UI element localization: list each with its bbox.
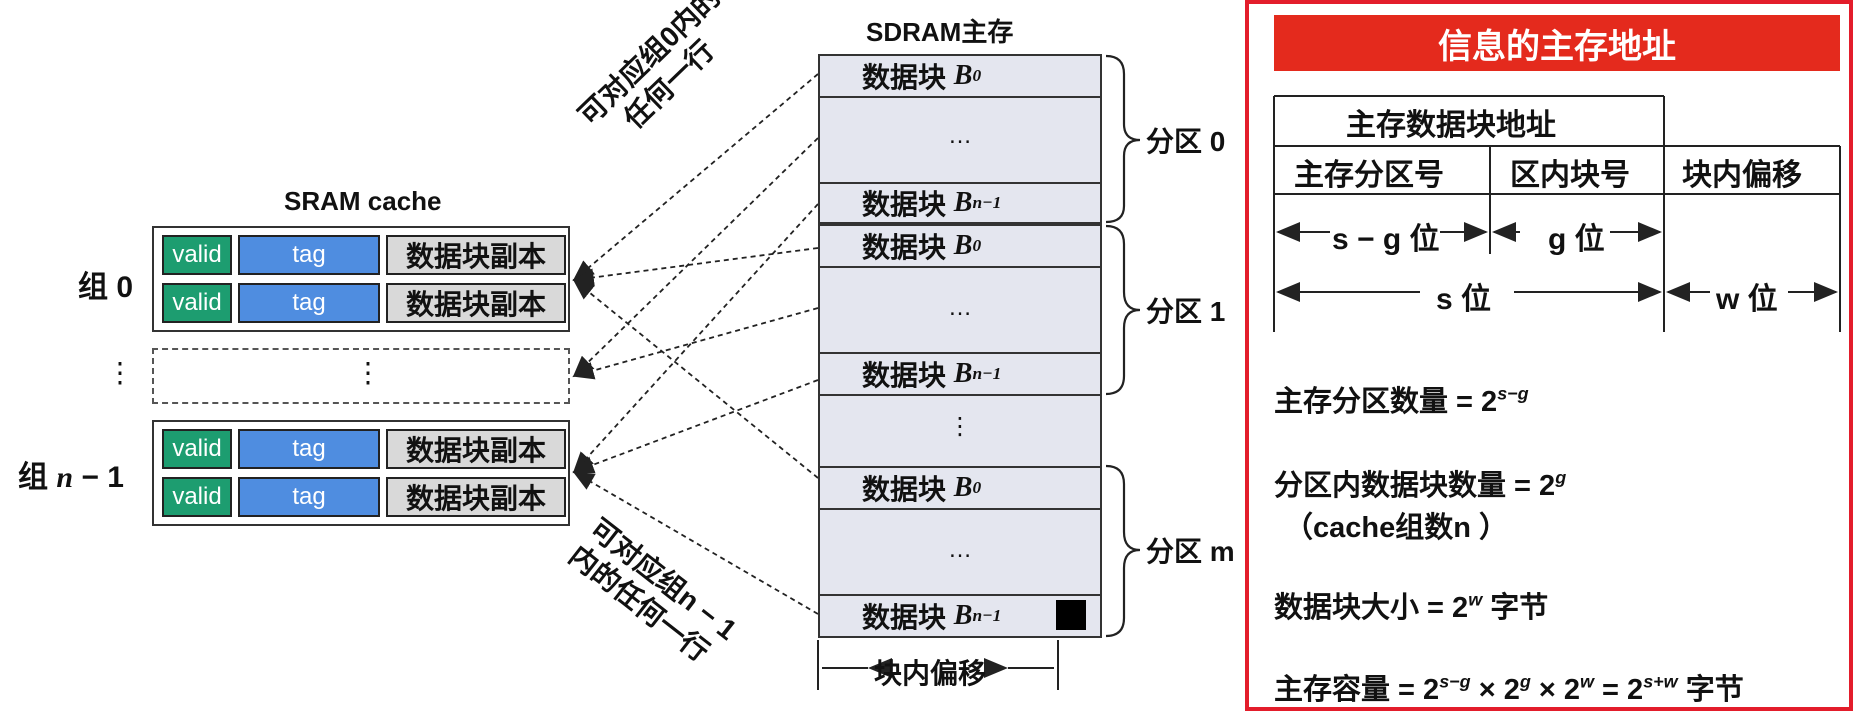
cache-set-n-1: valid tag 数据块副本 valid tag 数据块副本 [152, 420, 570, 526]
arrow-bn-pm-setn [572, 471, 819, 615]
arrow-dots-p1 [572, 307, 819, 380]
arrow-b0-pm-set0 [572, 278, 819, 479]
partition-1-label: 分区 1 [1146, 296, 1226, 327]
bits-w: w 位 [1716, 274, 1778, 318]
formula-partition-count: 主存分区数量 = 2s−g [1274, 383, 1529, 418]
sram-cache-title: SRAM cache [284, 186, 442, 216]
formula-blocks-per-partition: 分区内数据块数量 = 2g [1274, 467, 1567, 502]
memory-dots: … [948, 294, 972, 321]
arrow-bn-p1-setn [572, 379, 819, 474]
data-block-copy: 数据块副本 [386, 283, 566, 323]
bits-s-g: s − g 位 [1332, 214, 1440, 258]
data-block-copy: 数据块副本 [386, 477, 566, 517]
cache-set-0: valid tag 数据块副本 valid tag 数据块副本 [152, 226, 570, 332]
tag-field: tag [238, 429, 380, 469]
brace-partition-0 [1105, 54, 1141, 224]
bits-g: g 位 [1548, 214, 1605, 258]
formula-memory-capacity: 主存容量 = 2s−g × 2g × 2w = 2s+w 字节 [1274, 671, 1744, 706]
valid-bit: valid [162, 283, 232, 323]
tag-field: tag [238, 235, 380, 275]
partition-0-label: 分区 0 [1146, 126, 1226, 157]
set-0-label: 组 0 [78, 271, 134, 304]
formula-cache-sets-note: （cache组数n ） [1284, 512, 1508, 544]
main-memory-column [818, 54, 1102, 638]
sdram-title: SDRAM主存 [866, 17, 1014, 47]
brace-partition-m [1105, 464, 1141, 638]
memory-dots: … [948, 536, 972, 563]
partition-number-header: 主存分区号 [1294, 159, 1444, 192]
set-n-1-label: 组 n − 1 [18, 461, 124, 494]
arrow-dots-p0 [572, 137, 819, 378]
set-ellipsis-label: ⋮ [106, 357, 134, 388]
valid-bit: valid [162, 235, 232, 275]
tag-field: tag [238, 477, 380, 517]
data-block-copy: 数据块副本 [386, 235, 566, 275]
block-offset-header: 块内偏移 [1682, 159, 1802, 192]
arrow-bn-p0-setn [572, 203, 819, 474]
tag-field: tag [238, 283, 380, 323]
address-panel [1245, 0, 1853, 711]
data-block-copy: 数据块副本 [386, 429, 566, 469]
brace-partition-1 [1105, 224, 1141, 396]
block-address-header: 主存数据块地址 [1346, 109, 1556, 142]
memory-vdots: ⋮ [948, 413, 972, 440]
block-in-partition-header: 区内块号 [1510, 159, 1630, 192]
panel-header: 信息的主存地址 [1274, 15, 1840, 71]
formula-block-size: 数据块大小 = 2w 字节 [1274, 589, 1549, 624]
black-square-icon [1056, 600, 1086, 630]
set-ellipsis: ⋮ [354, 357, 382, 388]
valid-bit: valid [162, 477, 232, 517]
partition-m-label: 分区 m [1146, 536, 1235, 567]
bits-s: s 位 [1436, 274, 1492, 318]
valid-bit: valid [162, 429, 232, 469]
memory-dots: … [948, 122, 972, 149]
offset-label: 块内偏移 [874, 658, 987, 689]
cache-set-ellipsis: ⋮ [152, 348, 570, 404]
